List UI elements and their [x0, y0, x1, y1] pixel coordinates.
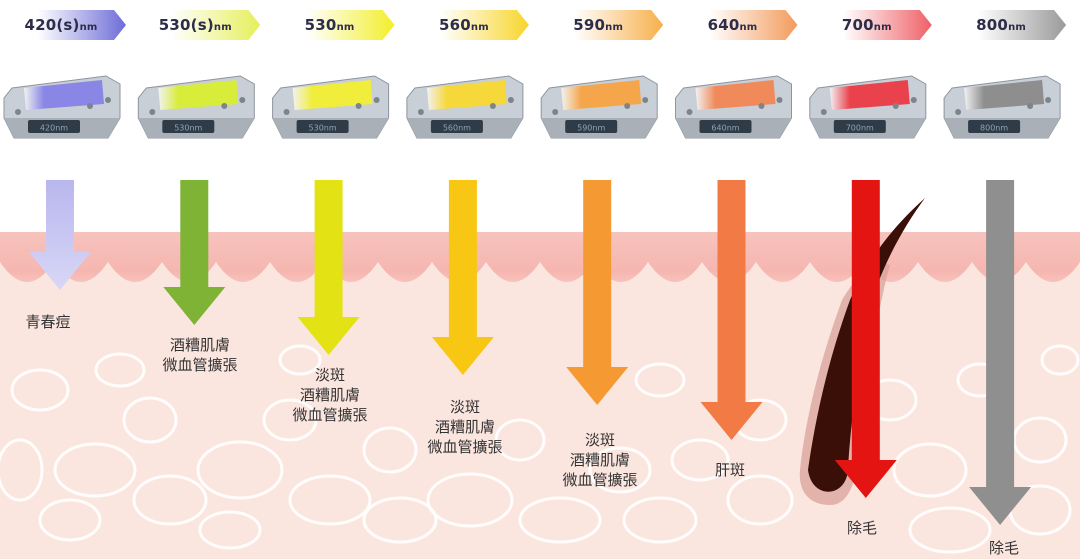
wavelength-tab-f640: 640nm: [680, 10, 798, 40]
tab-shape: [814, 10, 932, 40]
skin-cell: [198, 510, 262, 550]
tab-wavelength: 640: [707, 16, 740, 34]
tab-shape: [277, 10, 395, 40]
skin-cell: [1040, 344, 1080, 376]
tab-shape: [680, 10, 798, 40]
tab-wavelength: 800: [976, 16, 1009, 34]
skin-cell: [122, 396, 178, 444]
tab-label: 800nm: [948, 10, 1054, 40]
wavelength-tab-f700: 700nm: [814, 10, 932, 40]
indication-line: 酒糟肌膚: [299, 386, 360, 404]
skin-cell: [196, 440, 284, 500]
skin-cell: [494, 418, 546, 462]
tab-label: 700nm: [814, 10, 920, 40]
tab-unit: nm: [213, 22, 232, 33]
tab-label: 530nm: [277, 10, 383, 40]
wavelength-tab-f530: 530nm: [277, 10, 395, 40]
tab-wavelength: 700: [841, 16, 874, 34]
skin-cell: [262, 398, 318, 442]
indication-f420: 青春痘: [0, 312, 108, 332]
tab-shape: [411, 10, 529, 40]
tab-label: 590nm: [545, 10, 651, 40]
indication-line: 微血管擴張: [427, 438, 503, 456]
skin-cell: [0, 438, 44, 502]
tab-shape: [8, 10, 126, 40]
tab-shape: [545, 10, 663, 40]
tab-unit: nm: [605, 22, 624, 33]
tab-wavelength: 530(s): [158, 16, 214, 34]
tab-wavelength: 530: [304, 16, 337, 34]
tab-wavelength: 590: [573, 16, 606, 34]
tab-wavelength: 560: [438, 16, 471, 34]
skin-cell: [426, 472, 514, 528]
wavelength-tab-f420: 420(s)nm: [8, 10, 126, 40]
skin-cell: [622, 496, 698, 544]
skin-cell: [38, 498, 102, 542]
indication-f530: 淡斑酒糟肌膚微血管擴張: [270, 365, 390, 425]
indication-line: 肝斑: [714, 461, 745, 479]
indication-f640: 肝斑: [670, 460, 790, 480]
indication-line: 微血管擴張: [562, 471, 638, 489]
tab-label: 640nm: [680, 10, 786, 40]
tab-shape: [142, 10, 260, 40]
indication-line: 青春痘: [25, 313, 71, 331]
tab-label: 420(s)nm: [8, 10, 114, 40]
indication-f700: 除毛: [802, 518, 922, 538]
skin-cell: [10, 368, 70, 412]
skin-cell: [518, 496, 602, 544]
skin-cells: [0, 344, 1080, 554]
tab-unit: nm: [470, 22, 489, 33]
indication-line: 酒糟肌膚: [169, 336, 230, 354]
tab-unit: nm: [739, 22, 758, 33]
indication-line: 淡斑: [584, 431, 615, 449]
tab-unit: nm: [79, 22, 98, 33]
wavelength-tab-f590: 590nm: [545, 10, 663, 40]
indication-f800: 除毛: [944, 538, 1064, 558]
indication-line: 酒糟肌膚: [569, 451, 630, 469]
wavelength-tab-f530s: 530(s)nm: [142, 10, 260, 40]
skin-cell: [94, 352, 146, 388]
skin-cell: [726, 474, 794, 526]
tab-wavelength: 420(s): [24, 16, 80, 34]
indication-line: 除毛: [988, 539, 1019, 557]
skin-cell: [362, 496, 438, 544]
epidermis-wave: [0, 262, 1080, 559]
indication-f530s: 酒糟肌膚微血管擴張: [140, 335, 260, 375]
skin-cell: [634, 362, 686, 398]
wavelength-tab-f560: 560nm: [411, 10, 529, 40]
skin-cell: [588, 446, 652, 494]
indication-line: 酒糟肌膚: [434, 418, 495, 436]
indication-f590: 淡斑酒糟肌膚微血管擴張: [540, 430, 660, 490]
indication-line: 微血管擴張: [162, 356, 238, 374]
skin-cell: [288, 474, 372, 526]
tab-unit: nm: [336, 22, 355, 33]
indication-f560: 淡斑酒糟肌膚微血管擴張: [405, 397, 525, 457]
skin-cell: [362, 426, 418, 474]
indication-line: 除毛: [846, 519, 877, 537]
skin-cell: [132, 474, 208, 526]
skin-cell: [53, 442, 137, 498]
skin-cell: [670, 438, 730, 482]
indication-line: 淡斑: [449, 398, 480, 416]
tab-shape: [948, 10, 1066, 40]
tab-unit: nm: [873, 22, 892, 33]
skin-cell: [908, 506, 992, 554]
tab-label: 560nm: [411, 10, 517, 40]
tab-unit: nm: [1008, 22, 1027, 33]
indication-line: 微血管擴張: [292, 406, 368, 424]
wavelength-tab-f800: 800nm: [948, 10, 1066, 40]
indication-line: 淡斑: [314, 366, 345, 384]
tab-label: 530(s)nm: [142, 10, 248, 40]
